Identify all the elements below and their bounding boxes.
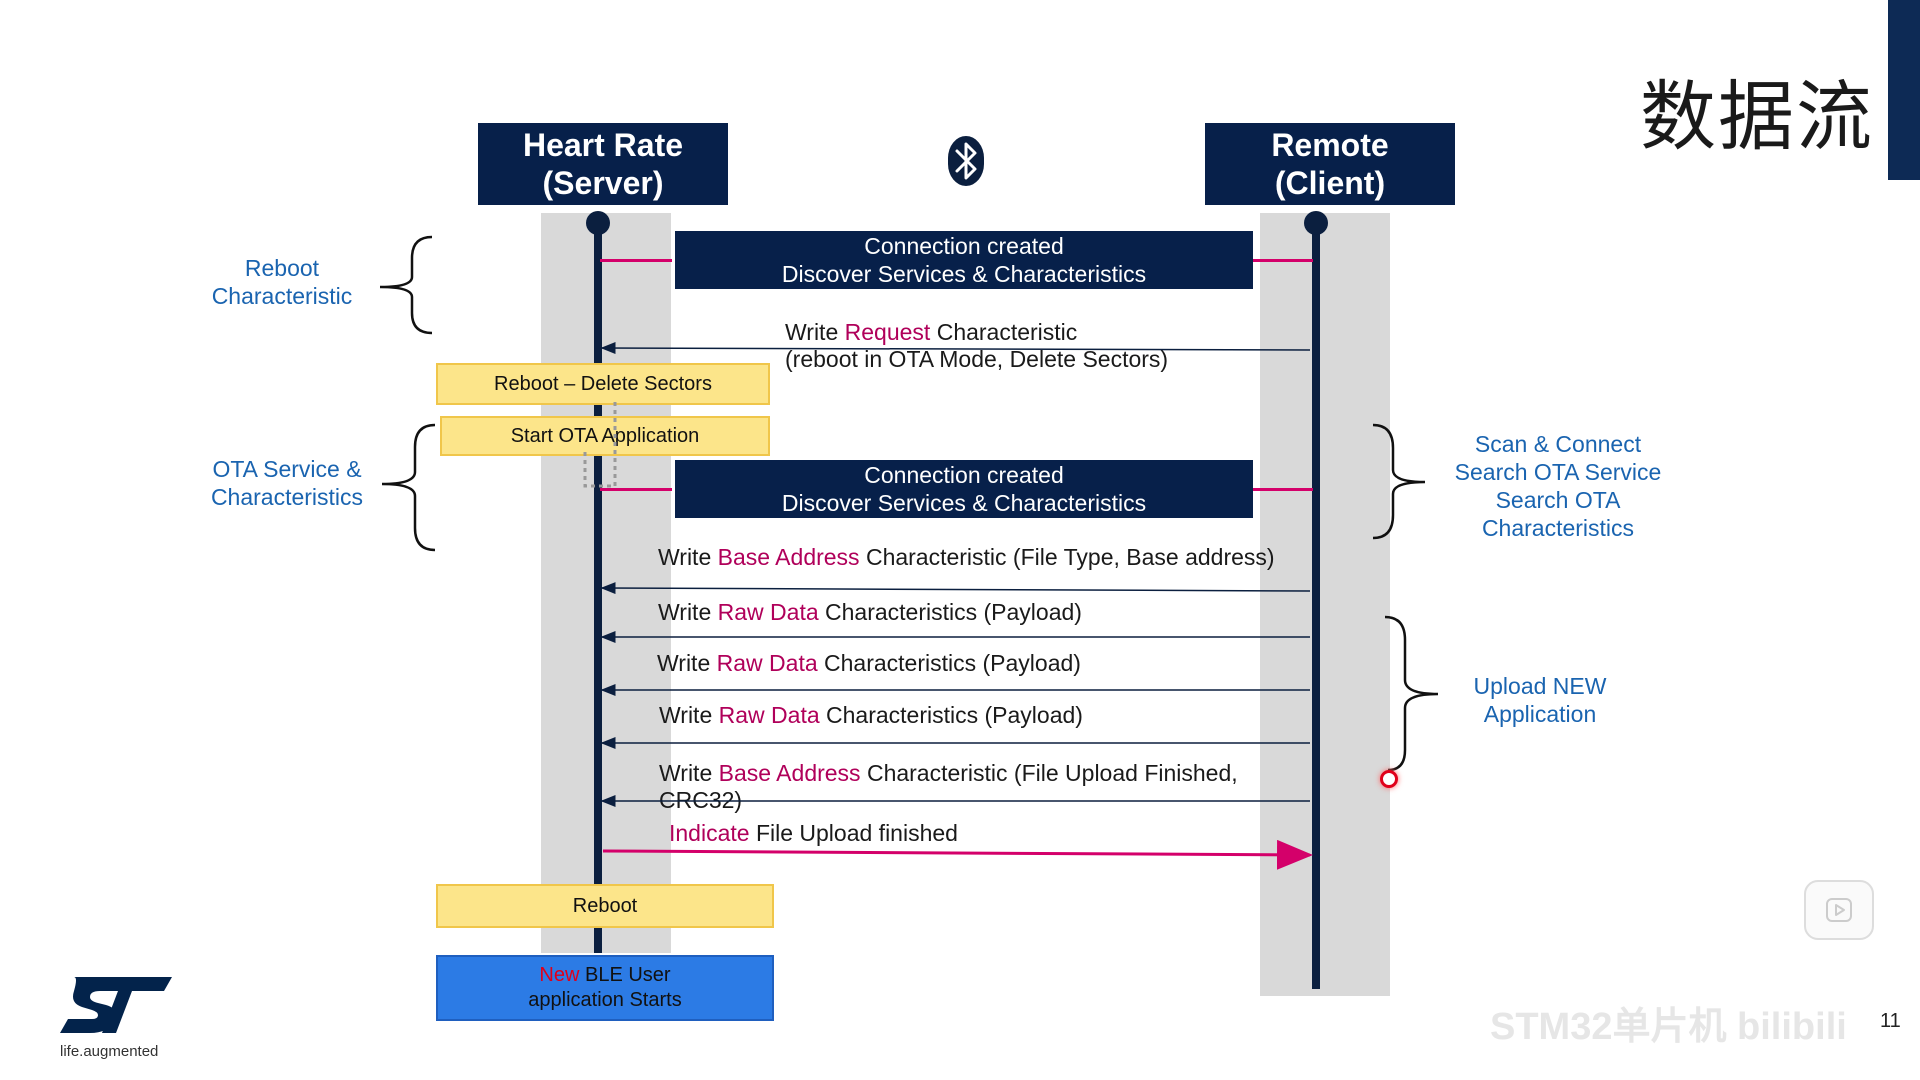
client-lifeline xyxy=(1312,223,1320,989)
side-label-line: Characteristics xyxy=(1481,515,1635,541)
watermark: STM32单片机 bilibili xyxy=(1490,1006,1847,1048)
msg-highlight: Request xyxy=(844,319,931,345)
dotted-connector xyxy=(583,402,617,488)
connection-box-1: Connection created Discover Services & C… xyxy=(675,231,1253,289)
side-label-line: OTA Service & xyxy=(212,456,362,482)
side-label-upload-new: Upload NEW Application xyxy=(1440,672,1640,728)
message-write-base-address-2: Write Base Address Characteristic (File … xyxy=(659,760,1238,814)
server-actor-line2: (Server) xyxy=(542,165,664,201)
start-ota-box: Start OTA Application xyxy=(440,416,770,456)
bracket-ota-service xyxy=(381,423,436,552)
connection-1-line2: Discover Services & Characteristics xyxy=(781,261,1147,287)
side-label-line: Upload NEW xyxy=(1473,673,1607,699)
side-label-line: Application xyxy=(1483,701,1597,727)
message-write-raw-data-2: Write Raw Data Characteristics (Payload) xyxy=(657,650,1081,677)
connection-2-right-stub xyxy=(1253,488,1313,491)
accent-bar xyxy=(1888,0,1920,180)
msg-line2: (reboot in OTA Mode, Delete Sectors) xyxy=(785,346,1169,372)
message-write-raw-data-1: Write Raw Data Characteristics (Payload) xyxy=(658,599,1082,626)
bracket-upload-new xyxy=(1384,615,1439,772)
side-label-line: Scan & Connect xyxy=(1474,431,1642,457)
msg-post: Characteristic (File Upload Finished, xyxy=(860,760,1238,786)
bluetooth-icon xyxy=(948,136,984,186)
connection-2-line2: Discover Services & Characteristics xyxy=(781,490,1147,516)
client-actor: Remote (Client) xyxy=(1205,123,1455,205)
arrow-indicate xyxy=(602,839,1313,870)
msg-pre: Write xyxy=(657,650,717,676)
connection-2-left-stub xyxy=(600,488,672,491)
server-lifeline-head xyxy=(586,211,610,235)
new-ble-app-line1: New BLE User xyxy=(438,963,772,988)
msg-post: File Upload finished xyxy=(749,820,958,846)
msg-pre: Write xyxy=(658,599,718,625)
msg-highlight: Raw Data xyxy=(716,650,818,676)
new-ble-rest: BLE User xyxy=(579,964,671,986)
side-label-ota-service: OTA Service & Characteristics xyxy=(192,455,382,511)
msg-post: Characteristics (Payload) xyxy=(818,599,1082,625)
message-write-base-address-1: Write Base Address Characteristic (File … xyxy=(658,544,1275,571)
new-ble-app-line2: application Starts xyxy=(528,989,682,1011)
msg-post: Characteristics (Payload) xyxy=(817,650,1081,676)
new-label: New xyxy=(539,964,580,986)
server-actor-line1: Heart Rate xyxy=(522,127,684,163)
slide-title: 数据流 xyxy=(1640,72,1874,161)
side-label-line: Reboot xyxy=(244,255,320,281)
side-label-line: Characteristic xyxy=(211,283,353,309)
server-actor: Heart Rate (Server) xyxy=(478,123,728,205)
side-label-reboot-characteristic: Reboot Characteristic xyxy=(192,254,372,310)
connection-1-left-stub xyxy=(600,259,672,262)
pointer-cursor-icon xyxy=(1380,770,1398,788)
msg-pre: Write xyxy=(659,702,719,728)
client-lifeline-head xyxy=(1304,211,1328,235)
client-actor-line2: (Client) xyxy=(1274,165,1386,201)
connection-1-right-stub xyxy=(1253,259,1313,262)
msg-post: Characteristic xyxy=(930,319,1078,345)
st-logo xyxy=(60,975,172,1040)
side-label-line: Search OTA xyxy=(1495,487,1621,513)
arrow-write-request xyxy=(600,342,1311,355)
msg-highlight: Raw Data xyxy=(717,599,819,625)
side-label-line: Characteristics xyxy=(210,484,364,510)
client-actor-line1: Remote xyxy=(1271,127,1389,163)
message-indicate: Indicate File Upload finished xyxy=(669,820,958,847)
msg-pre: Write xyxy=(659,760,719,786)
logo-tagline: life.augmented xyxy=(60,1043,159,1060)
msg-pre: Write xyxy=(785,319,845,345)
msg-highlight: Base Address xyxy=(717,544,860,570)
msg-highlight: Base Address xyxy=(718,760,861,786)
reboot-box: Reboot xyxy=(436,884,774,928)
connection-2-line1: Connection created xyxy=(864,462,1064,488)
msg-post: Characteristics (Payload) xyxy=(819,702,1083,728)
msg-highlight: Indicate xyxy=(669,820,750,846)
play-button[interactable] xyxy=(1804,880,1874,940)
message-write-request: Write Request Characteristic (reboot in … xyxy=(785,319,1168,373)
play-icon xyxy=(1826,898,1852,922)
connection-1-line1: Connection created xyxy=(864,233,1064,259)
msg-highlight: Raw Data xyxy=(718,702,820,728)
reboot-delete-box: Reboot – Delete Sectors xyxy=(436,363,770,405)
server-lifeline xyxy=(594,223,602,953)
message-write-raw-data-3: Write Raw Data Characteristics (Payload) xyxy=(659,702,1083,729)
bracket-scan-connect xyxy=(1372,423,1426,540)
msg-pre: Write xyxy=(658,544,718,570)
msg-post: Characteristic (File Type, Base address) xyxy=(859,544,1275,570)
new-ble-app-box: New BLE User application Starts xyxy=(436,955,774,1021)
side-label-line: Search OTA Service xyxy=(1454,459,1662,485)
msg-line2: CRC32) xyxy=(659,787,743,813)
connection-box-2: Connection created Discover Services & C… xyxy=(675,460,1253,518)
page-number: 11 xyxy=(1880,1010,1901,1032)
bracket-reboot-characteristic xyxy=(379,235,433,335)
arrow-base-address-1 xyxy=(600,582,1311,595)
side-label-scan-connect: Scan & Connect Search OTA Service Search… xyxy=(1428,430,1688,542)
